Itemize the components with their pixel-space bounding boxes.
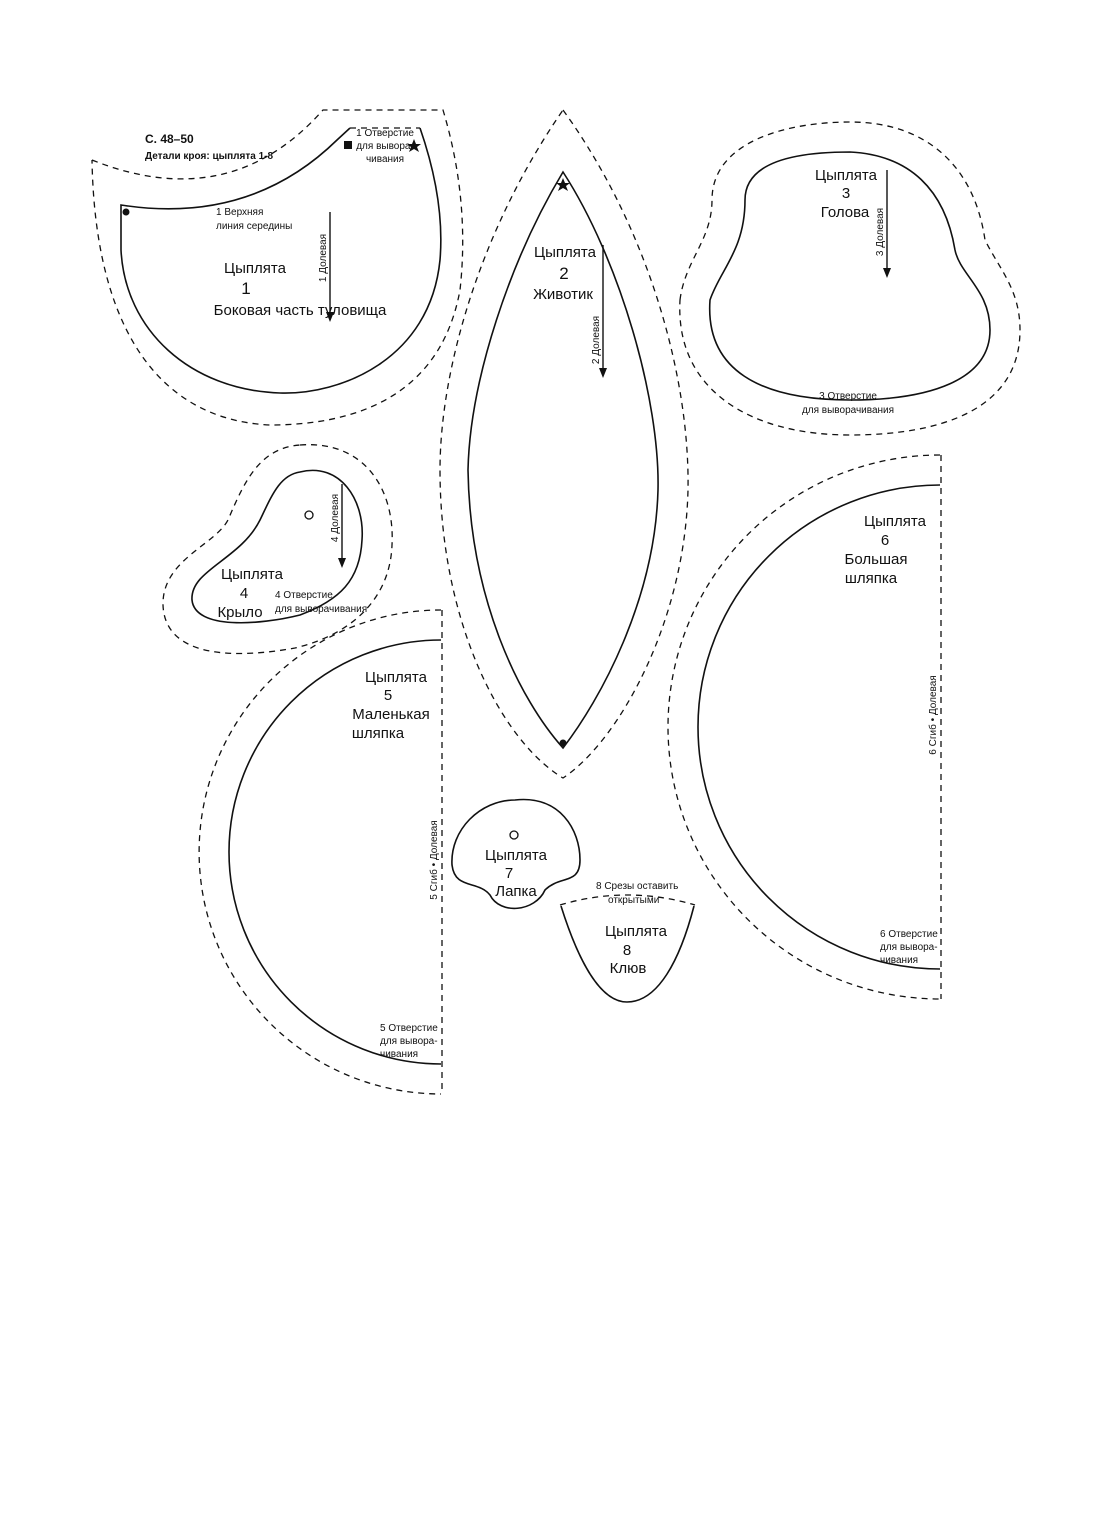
top-line-label: 1 Верхняя xyxy=(216,207,263,218)
piece-number: 5 xyxy=(384,687,392,704)
piece-2-outline xyxy=(467,170,659,750)
piece-8-beak: 8 Срезы оставить открытыми Цыплята 8 Клю… xyxy=(559,881,696,1003)
piece-number: 8 xyxy=(623,942,631,959)
piece-1-seam-allowance xyxy=(91,109,464,426)
piece-name-2: шляпка xyxy=(845,570,898,587)
piece-4-outline xyxy=(191,469,363,624)
opening-label: 4 Отверстие xyxy=(275,590,333,601)
top-line-label-2: линия середины xyxy=(216,221,292,232)
grain-label: 1 Долевая xyxy=(318,234,329,282)
circle-marker xyxy=(509,830,519,840)
grain-label: 2 Долевая xyxy=(591,316,602,364)
fold-label: 6 Сгиб • Долевая xyxy=(927,675,939,754)
page-reference: С. 48–50 xyxy=(145,132,194,146)
piece-number: 2 xyxy=(559,264,568,283)
piece-name: Лапка xyxy=(495,883,537,900)
piece-number: 6 xyxy=(881,532,889,549)
piece-name: Голова xyxy=(821,204,870,221)
piece-1-outline xyxy=(120,127,442,394)
opening-label: 5 Отверстие xyxy=(380,1023,438,1034)
piece-name: Крыло xyxy=(217,604,262,621)
piece-number: 3 xyxy=(842,185,850,202)
open-label-2: открытыми xyxy=(608,895,659,906)
dot-marker xyxy=(559,739,567,747)
opening-label-2: для вывора- xyxy=(356,141,414,152)
piece-2-belly: 2 Долевая Цыплята 2 Животик xyxy=(439,108,689,779)
piece-title: Цыплята xyxy=(815,167,878,184)
grain-label: 3 Долевая xyxy=(875,208,886,256)
piece-name: Боковая часть туловища xyxy=(214,302,387,319)
arrowhead-icon xyxy=(338,558,346,568)
piece-6-seam-allowance xyxy=(667,454,941,1000)
open-label: 8 Срезы оставить xyxy=(596,881,678,892)
piece-number: 7 xyxy=(505,865,513,882)
piece-name-2: шляпка xyxy=(352,725,405,742)
piece-6-outline xyxy=(697,484,941,970)
piece-7-foot: Цыплята 7 Лапка xyxy=(451,798,581,910)
arrowhead-icon xyxy=(883,268,891,278)
piece-4-wing: 4 Долевая 4 Отверстие для выворачивания … xyxy=(162,444,393,655)
piece-title: Цыплята xyxy=(485,847,548,864)
grain-label: 4 Долевая xyxy=(330,494,341,542)
opening-label-2: для выворачивания xyxy=(275,604,367,615)
opening-label-2: для вывора- xyxy=(380,1036,438,1047)
star-marker-icon xyxy=(407,139,421,152)
piece-8-open-edge xyxy=(559,894,696,906)
piece-name: Маленькая xyxy=(352,706,430,723)
opening-label: 1 Отверстие xyxy=(356,128,414,139)
piece-4-seam-allowance xyxy=(162,444,393,655)
piece-5-seam-allowance xyxy=(198,609,442,1095)
fold-label: 5 Сгиб • Долевая xyxy=(428,820,440,899)
piece-6-big-hat: 6 Сгиб • Долевая 6 Отверстие для вывора-… xyxy=(667,454,942,1000)
piece-5-outline xyxy=(228,639,442,1065)
piece-number: 1 xyxy=(241,279,250,298)
star-marker-icon xyxy=(556,178,570,191)
opening-label-3: чивания xyxy=(880,955,918,966)
piece-title: Цыплята xyxy=(224,260,287,277)
opening-label-3: чивания xyxy=(366,154,404,165)
opening-label-2: для вывора- xyxy=(880,942,938,953)
piece-2-seam-allowance xyxy=(439,108,689,779)
piece-name: Клюв xyxy=(610,960,647,977)
piece-3-head: 3 Долевая 3 Отверстие для выворачивания … xyxy=(679,121,1021,436)
piece-title: Цыплята xyxy=(864,513,927,530)
piece-name: Животик xyxy=(533,286,593,303)
piece-8-outline xyxy=(560,905,695,1003)
circle-marker xyxy=(304,510,314,520)
opening-label: 3 Отверстие xyxy=(819,391,877,402)
pattern-subtitle: Детали кроя: цыплята 1-8 xyxy=(145,151,273,162)
piece-title: Цыплята xyxy=(365,669,428,686)
piece-7-outline xyxy=(451,798,581,910)
arrowhead-icon xyxy=(326,312,334,322)
square-marker xyxy=(344,141,352,149)
opening-label-3: чивания xyxy=(380,1049,418,1060)
piece-title: Цыплята xyxy=(534,244,597,261)
piece-name: Большая xyxy=(845,551,908,568)
piece-number: 4 xyxy=(240,585,248,602)
piece-title: Цыплята xyxy=(605,923,668,940)
arrowhead-icon xyxy=(599,368,607,378)
opening-label-2: для выворачивания xyxy=(802,405,894,416)
opening-label: 6 Отверстие xyxy=(880,929,938,940)
piece-5-small-hat: 5 Сгиб • Долевая 5 Отверстие для вывора-… xyxy=(198,609,443,1095)
piece-3-outline xyxy=(708,151,991,401)
dot-marker xyxy=(122,208,130,216)
piece-1-body-side: 1 Долевая 1 Верхняя линия середины 1 Отв… xyxy=(91,109,464,426)
piece-title: Цыплята xyxy=(221,566,284,583)
